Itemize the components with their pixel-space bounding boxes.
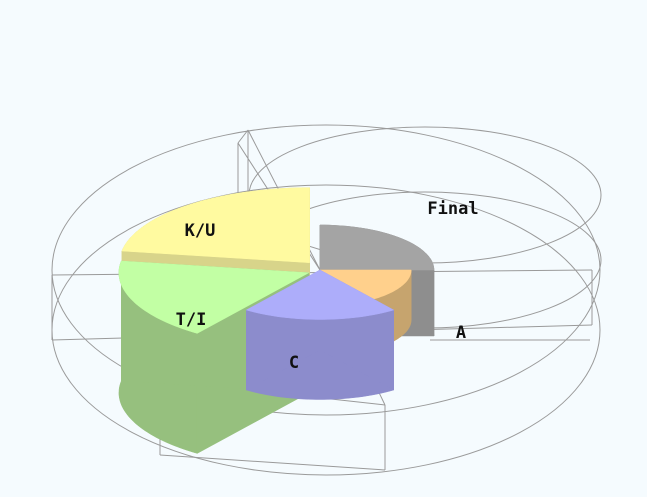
wireframe-line — [237, 129, 249, 144]
pie-label-k-u: K/U — [185, 221, 216, 241]
pie-label-a: A — [456, 323, 466, 343]
slice-top — [319, 224, 435, 271]
pie-label-final: Final — [427, 199, 478, 219]
slice-top — [245, 269, 395, 320]
slice-top — [118, 260, 310, 334]
pie-slice-c — [245, 269, 395, 400]
pie-slices — [118, 187, 435, 454]
pie-label-c: C — [289, 353, 299, 373]
slice-top — [319, 269, 412, 300]
wireframe-line — [159, 454, 386, 471]
pie-label-t-i: T/I — [176, 310, 207, 330]
wireframe-ellipse — [51, 124, 601, 416]
slice-top — [121, 187, 310, 263]
